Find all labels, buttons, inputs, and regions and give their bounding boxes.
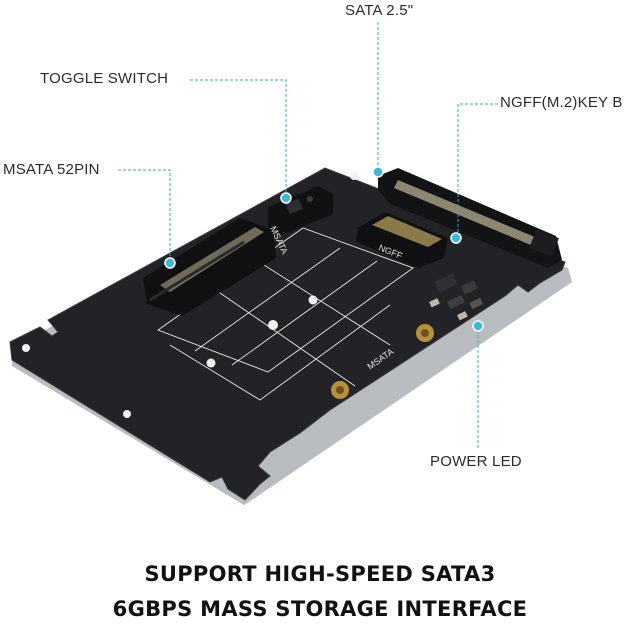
caption-line-1: SUPPORT HIGH-SPEED SATA3 [144, 562, 496, 586]
callout-dots [164, 166, 484, 332]
dot-sata [372, 166, 384, 178]
caption-line-2: 6GBPS MASS STORAGE INTERFACE [112, 597, 528, 621]
callout-sata: SATA 2.5" [345, 2, 414, 19]
power-led-components [429, 273, 484, 321]
leader-lines [118, 22, 498, 448]
callout-toggle-switch: TOGGLE SWITCH [40, 70, 169, 87]
dot-ngff [450, 232, 462, 244]
leader-toggle [190, 79, 287, 196]
brass-standoffs [331, 324, 434, 399]
msata-connector [143, 218, 276, 316]
sata-connector [378, 168, 562, 268]
leader-ngff [457, 103, 498, 238]
leader-msata [118, 169, 171, 262]
dot-toggle [280, 192, 292, 204]
mounting-holes [22, 172, 358, 418]
dot-msata [164, 257, 176, 269]
callout-power-led: POWER LED [430, 453, 522, 470]
toggle-switch [268, 186, 333, 235]
ngff-connector [356, 212, 448, 268]
callout-msata: MSATA 52PIN [3, 161, 100, 178]
callout-ngff: NGFF(M.2)KEY B [500, 94, 623, 111]
dot-led [472, 320, 484, 332]
